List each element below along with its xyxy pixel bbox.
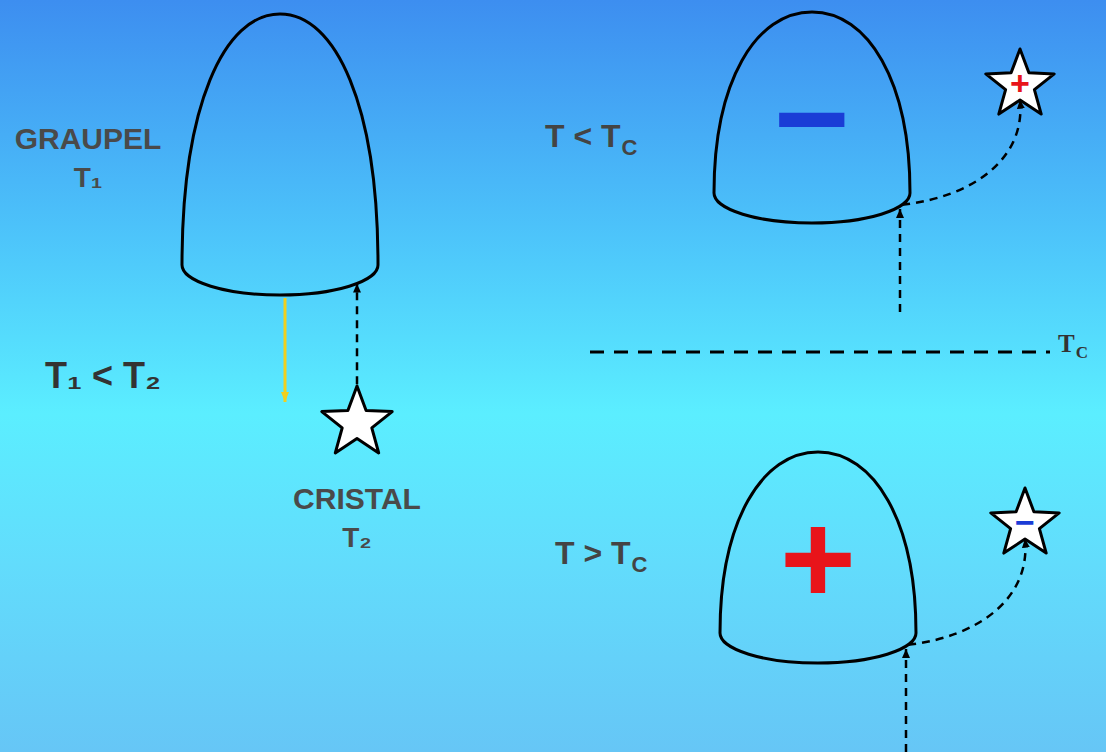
approach-path [899, 209, 902, 312]
star-outline [318, 382, 396, 460]
subscript: C [1076, 343, 1088, 363]
graupel-outline [180, 12, 380, 297]
charge-sign: + [1010, 66, 1030, 100]
charge-sign: + [780, 493, 856, 623]
subscript: C [622, 135, 638, 160]
particle-name: GRAUPEL [2, 122, 174, 157]
trajectory-arrow [902, 100, 1020, 205]
reversal-temperature-line [590, 351, 1050, 354]
temperature-condition: T < T [545, 118, 621, 155]
graupel-particle: + [718, 450, 918, 665]
graupel-particle: − [712, 10, 912, 225]
charge-sign: − [774, 53, 850, 183]
trajectory-arrow [908, 539, 1025, 645]
fall-arrow [284, 298, 287, 402]
temperature-label: T₂ [258, 522, 456, 554]
approach-path [905, 649, 908, 752]
ice-crystal: + [982, 45, 1058, 121]
temperature-relation: T₁ < T₂ [45, 355, 161, 396]
subscript: C [632, 552, 648, 577]
particle-name: CRISTAL [258, 482, 456, 517]
ice-crystal: − [987, 484, 1063, 560]
trajectory-arrow [356, 284, 359, 385]
graupel-particle: GRAUPELT₁ [180, 12, 380, 297]
temperature-label: T₁ [2, 162, 174, 194]
reversal-temperature: T [1058, 330, 1075, 359]
temperature-condition: T > T [555, 535, 631, 572]
ice-crystal: CRISTALT₂ [318, 382, 396, 460]
charge-sign: − [1015, 505, 1035, 539]
